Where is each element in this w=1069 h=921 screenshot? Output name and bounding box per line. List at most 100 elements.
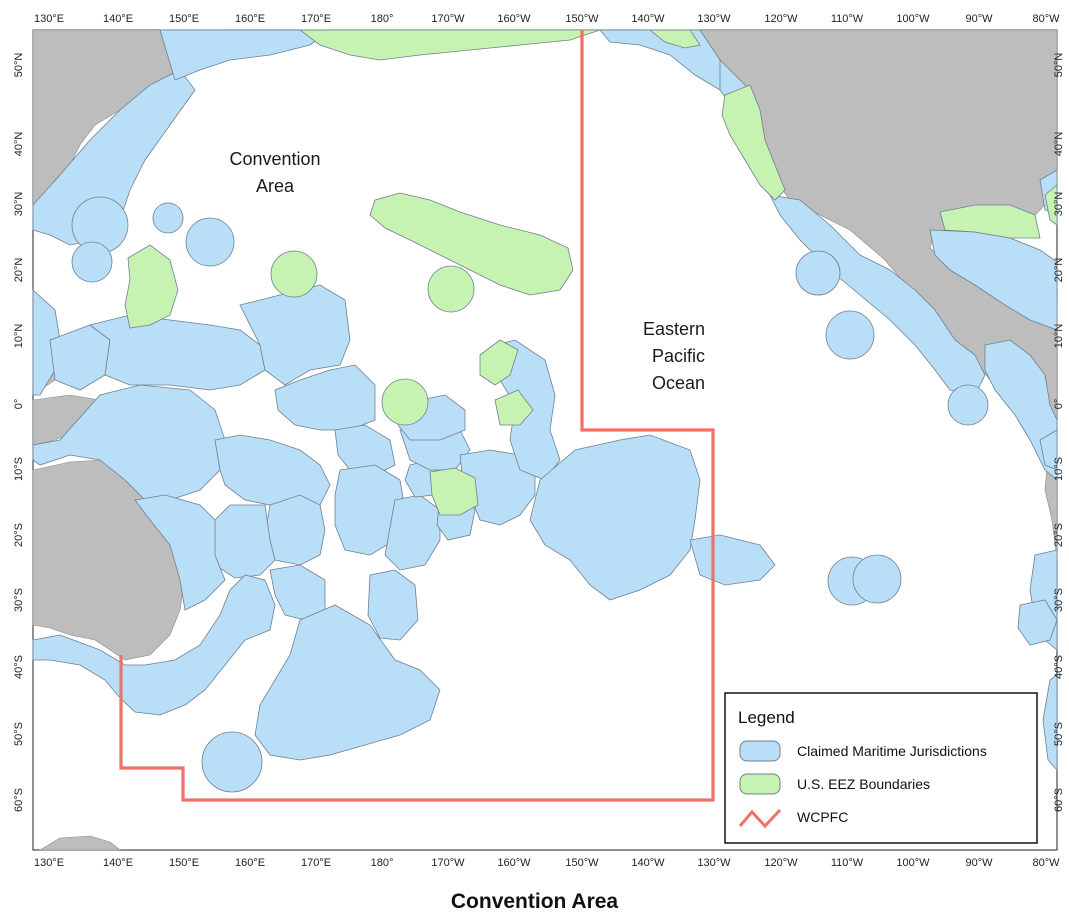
top-tick-label-5: 180° [371, 13, 394, 25]
juris-tuvalu [334, 424, 396, 476]
juris-pitcairn [689, 534, 776, 586]
right-tick-label-10: 50°S [1053, 722, 1065, 746]
eez-jarvis [494, 389, 534, 426]
juris-pacific-island-north [152, 202, 184, 234]
bottom-tick-label-15: 80°W [1032, 857, 1060, 869]
label-convention-area-line2: Area [256, 176, 295, 196]
right-tick-label-0: 50°N [1053, 53, 1065, 78]
top-tick-label-8: 150°W [565, 13, 599, 25]
juris-fiji [334, 464, 406, 556]
top-tick-label-3: 160°E [235, 13, 265, 25]
map-caption: Convention Area [450, 890, 619, 913]
juris-tonga [384, 494, 441, 571]
right-tick-label-5: 0° [1053, 399, 1065, 410]
top-tick-label-4: 170°E [301, 13, 331, 25]
bottom-tick-label-13: 100°W [896, 857, 930, 869]
right-tick-label-11: 60°S [1053, 788, 1065, 812]
top-tick-label-13: 100°W [896, 13, 930, 25]
bottom-tick-label-5: 180° [371, 857, 394, 869]
juris-kermadec [367, 569, 419, 641]
right-tick-label-1: 40°N [1053, 132, 1065, 157]
left-tick-label-8: 30°S [13, 588, 25, 612]
left-tick-label-2: 30°N [13, 192, 25, 217]
juris-central-america [984, 339, 1058, 481]
juris-australia [32, 574, 276, 716]
left-tick-label-5: 0° [13, 399, 25, 410]
right-tick-label-8: 30°S [1053, 588, 1065, 612]
label-eastern-pacific-line1: Eastern [643, 319, 705, 339]
bottom-tick-label-0: 130°E [34, 857, 64, 869]
juris-revillagigedo [825, 310, 875, 360]
top-tick-label-11: 120°W [764, 13, 798, 25]
eez-gulf-of-mexico [939, 204, 1041, 239]
wcpfc-boundary-line [119, 30, 715, 802]
juris-galapagos [1039, 429, 1058, 471]
bottom-tick-label-4: 170°E [301, 857, 331, 869]
juris-juan-fernandez [1017, 599, 1058, 646]
label-eastern-pacific-line3: Ocean [652, 373, 705, 393]
right-latitude-ticks: 50°N40°N30°N20°N10°N0°10°S20°S30°S40°S50… [1053, 53, 1065, 812]
right-tick-label-6: 10°S [1053, 457, 1065, 481]
eez-aleutians [298, 29, 601, 61]
map-content [32, 29, 1058, 851]
bottom-tick-label-3: 160°E [235, 857, 265, 869]
bottom-tick-label-12: 110°W [831, 857, 864, 869]
top-tick-label-14: 90°W [965, 13, 993, 25]
bottom-tick-label-8: 150°W [565, 857, 599, 869]
juris-easter-island-b [852, 554, 902, 604]
juris-australia-east [134, 494, 226, 611]
bottom-tick-label-14: 90°W [965, 857, 993, 869]
juris-png [32, 384, 226, 501]
left-tick-label-3: 20°N [13, 258, 25, 283]
top-tick-label-7: 160°W [497, 13, 531, 25]
legend-label-claimed: Claimed Maritime Jurisdictions [797, 743, 987, 759]
eez-johnston [427, 265, 475, 313]
legend-swatch-wcpfc [738, 808, 782, 829]
land-antarctica [38, 835, 121, 851]
juris-french-polynesia [529, 434, 701, 601]
left-tick-label-4: 10°N [13, 324, 25, 349]
top-tick-label-10: 130°W [697, 13, 731, 25]
top-tick-label-9: 140°W [631, 13, 665, 25]
eez-wake [270, 250, 318, 298]
eez-atlantic [1044, 184, 1058, 226]
top-tick-label-15: 80°W [1032, 13, 1060, 25]
left-tick-label-1: 40°N [13, 132, 25, 157]
eez-alaska-se [648, 29, 701, 49]
left-latitude-ticks: 50°N40°N30°N20°N10°N0°10°S20°S30°S40°S50… [13, 53, 25, 812]
juris-new-zealand [254, 604, 441, 761]
eez-kingman-palmyra [479, 339, 519, 386]
legend-swatch-claimed [739, 740, 781, 762]
left-tick-label-6: 10°S [13, 457, 25, 481]
top-tick-label-12: 110°W [831, 13, 864, 25]
left-tick-label-9: 40°S [13, 655, 25, 679]
claimed-jurisdictions-layer [32, 29, 1058, 793]
bottom-tick-label-10: 130°W [697, 857, 731, 869]
legend-box [724, 692, 1038, 844]
juris-clipperton [947, 384, 989, 426]
juris-macquarie [201, 731, 263, 793]
label-eastern-pacific-line2: Pacific [652, 346, 705, 366]
label-convention-area-line1: Convention [229, 149, 320, 169]
juris-chile-south [1042, 674, 1058, 772]
legend: Legend Claimed Maritime Jurisdictions U.… [724, 692, 1038, 844]
left-tick-label-0: 50°N [13, 53, 25, 78]
left-tick-label-10: 50°S [13, 722, 25, 746]
eez-hawaii [369, 192, 574, 296]
juris-fsm [89, 314, 266, 391]
right-tick-label-3: 20°N [1053, 258, 1065, 283]
bottom-tick-label-7: 160°W [497, 857, 531, 869]
eez-american-samoa [429, 467, 479, 516]
eez-howland-baker [381, 378, 429, 426]
juris-okinotori [71, 241, 113, 283]
legend-title: Legend [738, 708, 795, 727]
right-tick-label-4: 10°N [1053, 324, 1065, 349]
juris-japan [32, 69, 196, 246]
juris-guadalupe [795, 250, 841, 296]
right-tick-label-2: 30°N [1053, 192, 1065, 217]
bottom-tick-label-6: 170°W [431, 857, 465, 869]
top-tick-label-1: 140°E [103, 13, 133, 25]
eez-us-west-coast [721, 84, 786, 201]
